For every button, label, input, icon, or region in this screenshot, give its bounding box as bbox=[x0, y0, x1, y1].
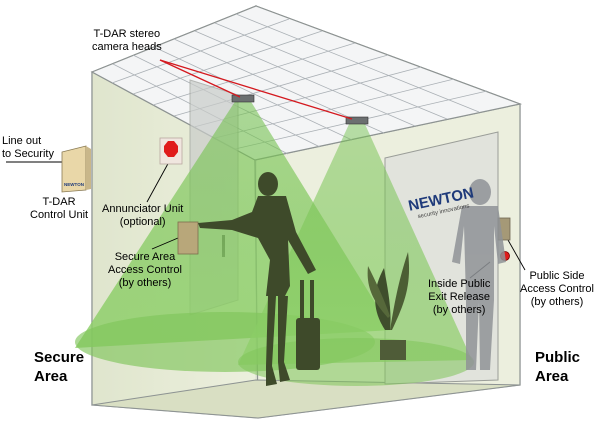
camera-cone-right bbox=[238, 122, 472, 365]
exit-release-label: Inside Public Exit Release (by others) bbox=[428, 278, 491, 316]
callout-lines bbox=[159, 59, 353, 120]
public-area-label: Public Area bbox=[535, 349, 581, 385]
secure-access-label: Secure Area Access Control (by others) bbox=[108, 251, 182, 289]
camera-head-2 bbox=[345, 116, 369, 125]
annunciator-unit bbox=[159, 137, 183, 165]
public-person-silhouette bbox=[452, 179, 506, 370]
camera-head-1 bbox=[231, 94, 255, 103]
secure-access-panel bbox=[177, 221, 199, 255]
line-out-label: Line out to Security bbox=[2, 135, 54, 160]
secure-area-label: Secure Area bbox=[34, 349, 85, 385]
unit-logo-text: NEWTON bbox=[64, 182, 84, 187]
potted-plant bbox=[367, 252, 410, 360]
camera-heads-label: T-DAR stereo camera heads bbox=[92, 28, 162, 53]
control-unit-box bbox=[61, 145, 91, 193]
public-access-label: Public Side Access Control (by others) bbox=[520, 270, 594, 308]
control-unit-label: T-DAR Control Unit bbox=[30, 196, 89, 221]
annunciator-label: Annunciator Unit (optional) bbox=[102, 203, 184, 228]
person-silhouette bbox=[198, 172, 316, 386]
suitcase bbox=[296, 280, 320, 370]
floor bbox=[91, 379, 521, 419]
